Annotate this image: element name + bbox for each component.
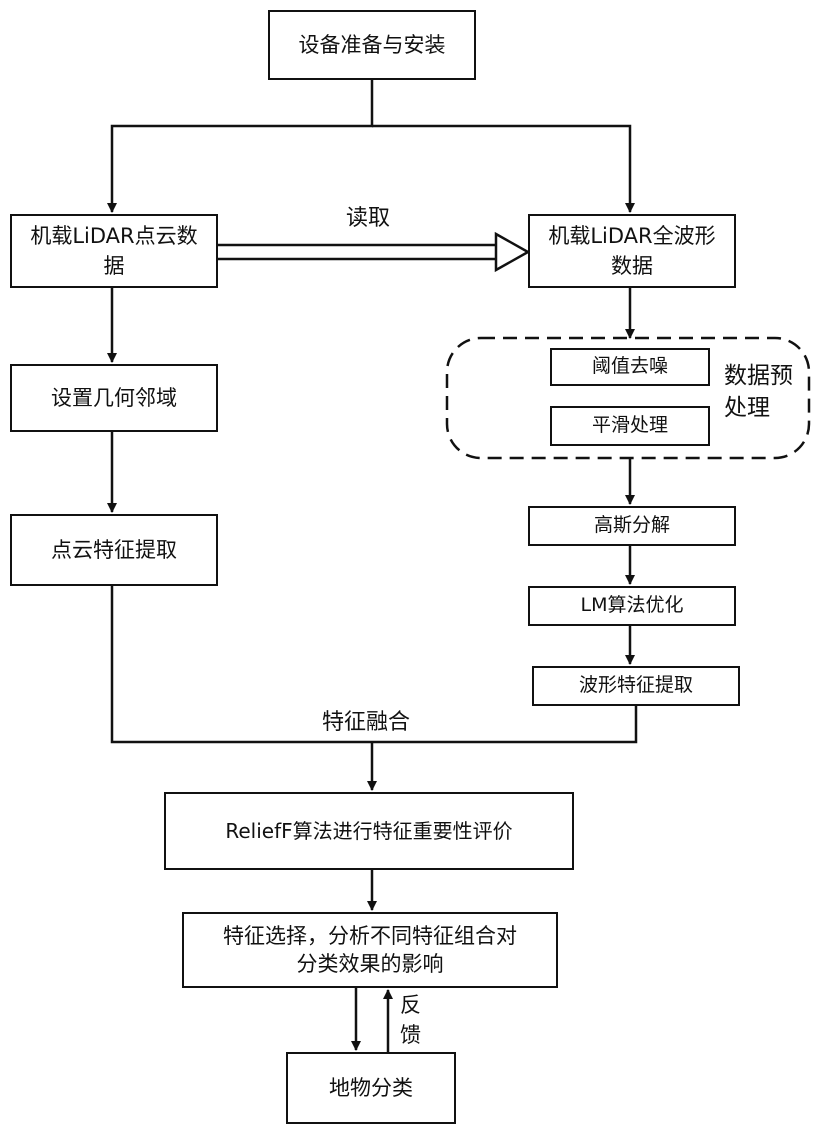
edge-fusion-label: 特征融合 — [322, 708, 410, 739]
node-setup: 设备准备与安装 — [268, 10, 476, 80]
preprocess-label: 数据预 处理 — [724, 360, 793, 424]
edge-read-label: 读取 — [346, 204, 390, 235]
arrow-setup-waveform — [372, 126, 630, 212]
read-hollow-arrow — [218, 234, 528, 270]
node-wf-features: 波形特征提取 — [532, 666, 740, 706]
node-smooth: 平滑处理 — [550, 406, 710, 446]
node-classify: 地物分类 — [286, 1052, 456, 1124]
node-pc-features: 点云特征提取 — [10, 514, 218, 586]
node-gaussian: 高斯分解 — [528, 506, 736, 546]
edge-feedback-label: 反 馈 — [400, 990, 421, 1051]
node-denoise: 阈值去噪 — [550, 348, 710, 386]
node-pointcloud: 机载LiDAR点云数 据 — [10, 214, 218, 288]
arrow-setup-split — [112, 80, 372, 212]
node-waveform: 机载LiDAR全波形 数据 — [528, 214, 736, 288]
node-selection: 特征选择，分析不同特征组合对 分类效果的影响 — [182, 912, 558, 988]
node-lm: LM算法优化 — [528, 586, 736, 626]
node-relieff: ReliefF算法进行特征重要性评价 — [164, 792, 574, 870]
node-neighborhood: 设置几何邻域 — [10, 364, 218, 432]
